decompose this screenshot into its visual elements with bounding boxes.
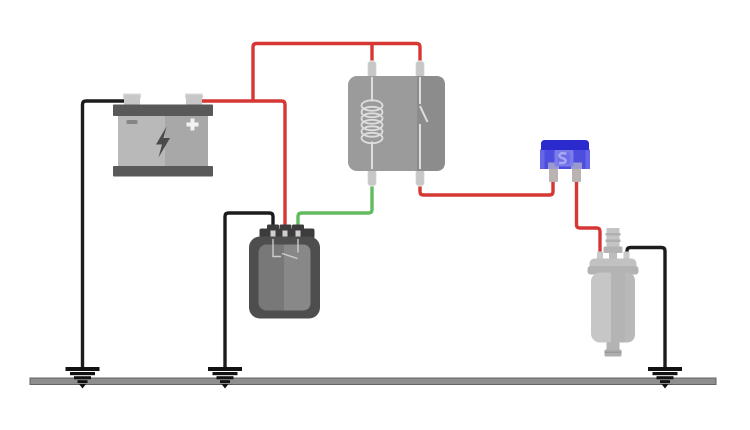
relay-top-right-pin [415,60,425,79]
wire-battery-positive-trunk [197,99,287,234]
battery-top-bar [113,104,213,116]
fuse-body-right-edge [585,149,590,169]
wire-pump-to-ground [625,245,667,369]
wire-fuse-to-pump [574,176,602,257]
wire-switch-module-to-ground [223,211,275,369]
wire-relay-coil-to-switch-module [296,182,374,234]
pump-inlet-collar [603,246,623,253]
switch-module-left-pin [270,230,276,238]
wire-relay-output-to-fuse [418,176,555,197]
fuse-left-slot [548,162,559,169]
switch-module-panel-highlight [284,244,311,311]
fuse [540,140,590,182]
battery-negative-terminal [124,95,140,106]
fuse-left-leg [549,168,558,182]
ground-symbol-middle [208,367,242,389]
wire-battery-negative-to-ground [80,99,133,369]
switch-module-center-pin [282,230,288,238]
pump-flange [587,266,639,275]
pump-inlet-rib-1 [605,233,621,236]
switch-module-contact-symbol [272,239,299,260]
relay [348,60,445,187]
ground-symbol-left [65,367,100,389]
switch-module-right-pin [295,230,301,238]
pump-outlet-neck [606,342,620,351]
pump-body-right-shade [625,272,635,343]
battery-base [113,166,213,177]
switch-module [249,224,320,319]
fuse-right-leg [572,168,581,182]
pump-outlet-rib [604,351,622,353]
battery-positive-terminal [186,95,202,106]
pump-inlet-rib-2 [605,239,621,242]
fuse-body-left-edge [540,149,545,169]
fuse-element-curve [558,152,567,165]
pump-body-center-stripe [611,272,625,343]
battery [113,93,213,177]
relay-switch-symbol [419,77,429,169]
wire-trunk-to-relay-top-right [251,41,422,101]
minus-mark [126,120,138,124]
pump-inlet-stem [609,253,617,261]
relay-body-right-shade [417,76,445,171]
relay-bottom-right-pin [415,168,425,187]
fuse-cap [541,140,589,150]
relay-top-left-pin [367,60,377,79]
relay-coil-symbol [360,77,384,169]
fuse-right-slot [571,162,582,169]
relay-bottom-left-pin [367,168,377,187]
plus-mark-horizontal [186,122,199,127]
fuel-pump [587,228,639,357]
ground-symbol-right [648,367,682,389]
lightning-bolt-icon [156,126,170,158]
ground-rail [29,377,717,385]
